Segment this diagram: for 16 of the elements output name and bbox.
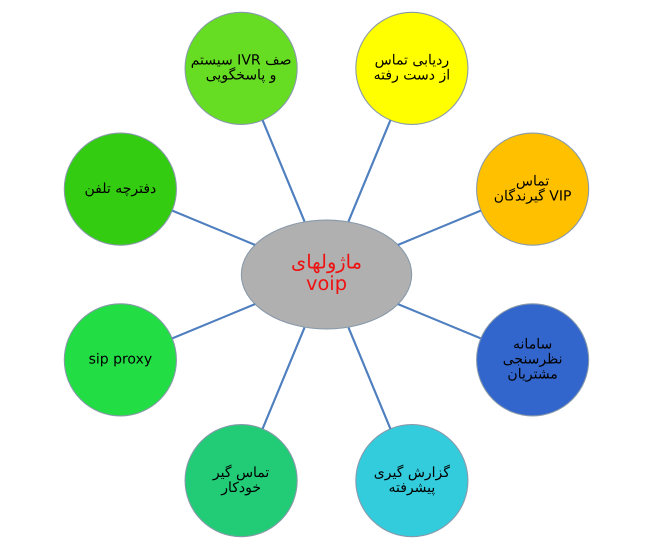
connector: [347, 327, 392, 430]
node-circle: ردیابی تماس از دست رفته: [355, 12, 468, 125]
connector: [398, 210, 482, 246]
connector: [172, 210, 256, 246]
connector: [172, 303, 256, 340]
connector: [398, 303, 482, 340]
node-circle: سیستم IVR صف و پاسخگویی: [184, 12, 298, 125]
node-circle: sip proxy: [64, 303, 177, 416]
node-circle: سامانه نظرسنجی مشتریان: [476, 303, 590, 416]
node-circle: تماس گیر خودکار: [184, 424, 298, 538]
node-circle: تماس گیرندگان VIP: [476, 132, 590, 246]
connector: [347, 120, 392, 222]
connector: [262, 327, 306, 430]
node-circle: دفترچه تلفن: [64, 132, 177, 246]
connector: [262, 120, 306, 222]
node-circle: گزارش گیری پیشرفته: [355, 424, 468, 538]
